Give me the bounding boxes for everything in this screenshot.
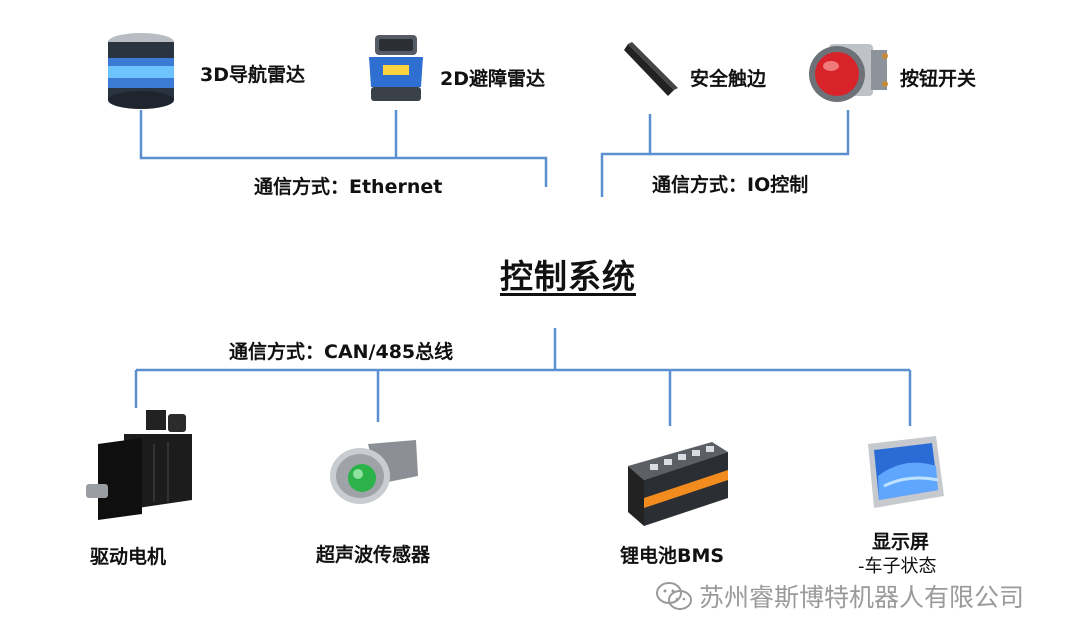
device-label-battery: 锂电池BMS: [620, 545, 725, 567]
device-sublabel-display: -车子状态: [858, 556, 937, 577]
comm-label-io: 通信方式：IO控制: [652, 174, 809, 196]
control-system-title: 控制系统: [500, 257, 636, 296]
3d-lidar-icon: [106, 32, 176, 114]
comm-label-ethernet: 通信方式：Ethernet: [254, 176, 443, 198]
device-label-3d-lidar: 3D导航雷达: [200, 64, 305, 86]
device-label-display: 显示屏: [872, 531, 930, 553]
device-label-2d-lidar: 2D避障雷达: [440, 68, 545, 90]
watermark: 苏州睿斯博特机器人有限公司: [655, 578, 1024, 614]
watermark-text: 苏州睿斯博特机器人有限公司: [699, 583, 1025, 612]
servo-motor-icon: [84, 410, 204, 532]
device-label-ultrasonic: 超声波传感器: [316, 544, 431, 566]
display-screen-icon: [864, 436, 948, 514]
push-button-icon: [805, 40, 891, 110]
safety-edge-icon: [622, 40, 680, 104]
2d-lidar-icon: [365, 35, 427, 107]
device-label-safety-edge: 安全触边: [690, 68, 767, 90]
battery-bms-icon: [620, 440, 730, 532]
device-label-push-button: 按钮开关: [900, 68, 977, 90]
ultrasonic-sensor-icon: [328, 434, 420, 512]
comm-label-can: 通信方式：CAN/485总线: [229, 341, 454, 363]
device-label-motor: 驱动电机: [90, 546, 167, 568]
wechat-icon: [656, 582, 692, 610]
